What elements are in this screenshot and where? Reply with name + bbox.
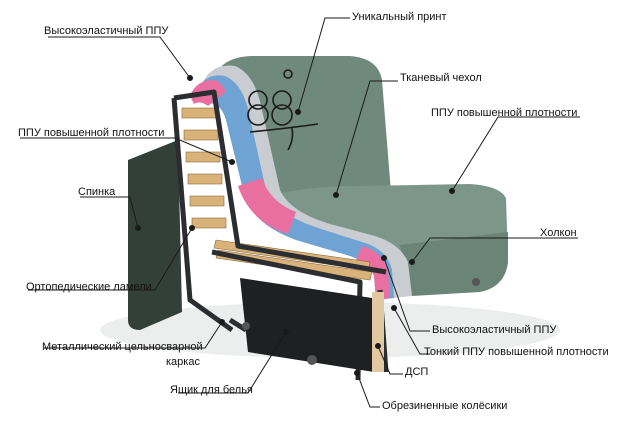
label-hd-foam-left: ППУ повышенной плотности bbox=[18, 127, 165, 139]
label-unique-print: Уникальный принт bbox=[352, 11, 447, 23]
label-metal-frame-line1: Металлический цельносварной bbox=[42, 341, 203, 353]
label-rubber-wheels: Обрезиненные колёсики bbox=[382, 400, 508, 412]
leader-lines bbox=[20, 17, 580, 408]
label-holkon: Холкон bbox=[540, 227, 577, 239]
seat-front bbox=[400, 232, 508, 296]
unique-print bbox=[247, 69, 319, 151]
label-ortho-slats: Ортопедические ламели bbox=[26, 281, 152, 293]
wheels bbox=[242, 278, 480, 365]
foam-blue-layer bbox=[196, 75, 394, 300]
label-thin-hd-foam: Тонкий ППУ повышенной плотности bbox=[424, 346, 609, 358]
label-metal-frame-line2: каркас bbox=[166, 356, 200, 368]
linen-box bbox=[240, 278, 374, 372]
label-hr-foam-top: Высокоэластичный ППУ bbox=[44, 25, 169, 37]
backrest-panel bbox=[128, 140, 182, 330]
label-fabric-cover: Тканевый чехол bbox=[400, 72, 482, 84]
label-hr-foam-bottom: Высокоэластичный ППУ bbox=[432, 324, 557, 336]
foam-pink-bend bbox=[238, 178, 296, 234]
chipboard-panel bbox=[372, 292, 384, 372]
label-chipboard: ДСП bbox=[405, 366, 429, 378]
label-backrest: Спинка bbox=[78, 186, 116, 198]
label-hd-foam-right: ППУ повышенной плотности bbox=[431, 107, 578, 119]
back-slats bbox=[181, 107, 227, 229]
label-linen-box: Ящик для белья bbox=[170, 384, 253, 396]
